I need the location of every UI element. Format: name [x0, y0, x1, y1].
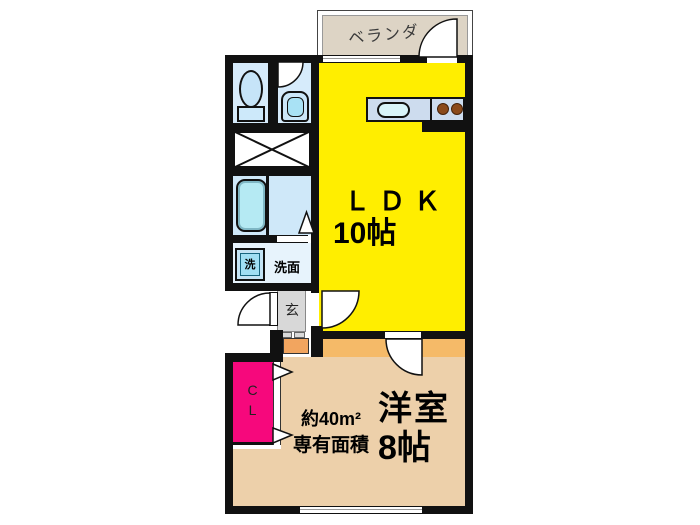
closet-letter-l: L — [248, 402, 257, 418]
wall — [225, 353, 283, 362]
bathroom-door-gap — [277, 235, 308, 243]
wall — [225, 55, 233, 291]
genkan — [277, 288, 306, 332]
balcony-window — [323, 55, 400, 63]
wash-basin-bowl-icon — [287, 97, 304, 117]
wall — [465, 55, 473, 514]
bathroom-door-triangle — [297, 209, 316, 234]
closet-door-triangle — [272, 362, 294, 382]
toilet-icon — [239, 70, 263, 108]
washer-label: 洗 — [244, 259, 256, 271]
ldk-label: ＬＤＫ — [344, 186, 450, 216]
wall — [225, 354, 233, 514]
entrance-step — [283, 338, 309, 354]
closet — [233, 362, 273, 445]
wall — [225, 283, 311, 291]
bathtub-icon — [236, 179, 267, 232]
western-room-label: 洋室 — [378, 390, 450, 428]
genkan-label: 玄 — [285, 302, 299, 318]
area-note-line1: 約40m² — [301, 409, 362, 429]
toilet-tank-icon — [237, 106, 265, 122]
closet-letter-c: C — [247, 382, 258, 398]
wall — [233, 123, 311, 131]
balcony-door-arc — [418, 18, 458, 58]
hall-ldk-door-arc — [321, 290, 360, 329]
room-western — [281, 357, 465, 449]
step-stone — [294, 332, 305, 338]
wall — [422, 331, 465, 339]
bathroom-divider-wall — [266, 176, 269, 235]
ldk-size-label: 10帖 — [333, 217, 397, 250]
wall — [319, 331, 384, 339]
entrance-door-arc — [237, 292, 271, 326]
kitchen-counter-divider — [430, 97, 432, 122]
wall — [268, 63, 278, 123]
closet-door-triangle — [272, 426, 295, 445]
washroom-label: 洗面 — [274, 260, 301, 275]
wall — [233, 235, 277, 243]
western-room-window — [300, 506, 422, 514]
storage-x-mark — [232, 130, 312, 169]
washing-machine-drum-icon — [240, 253, 260, 276]
area-note-line2: 専有面積 — [293, 435, 370, 456]
room-western-lower — [233, 449, 465, 506]
wall — [270, 330, 283, 356]
basin-room-door-arc — [277, 61, 304, 88]
stove-base — [422, 122, 465, 132]
balcony-door-gap — [427, 55, 457, 63]
closet-door-track — [273, 362, 281, 445]
western-room-size-label: 8帖 — [378, 429, 431, 467]
western-room-door-arc — [385, 338, 423, 376]
wall — [233, 168, 311, 176]
closet-label: C L — [245, 380, 260, 420]
stove-burner-icon — [437, 103, 449, 115]
stove-burner-icon — [451, 103, 463, 115]
wall — [311, 63, 319, 293]
kitchen-sink-icon — [377, 102, 410, 118]
